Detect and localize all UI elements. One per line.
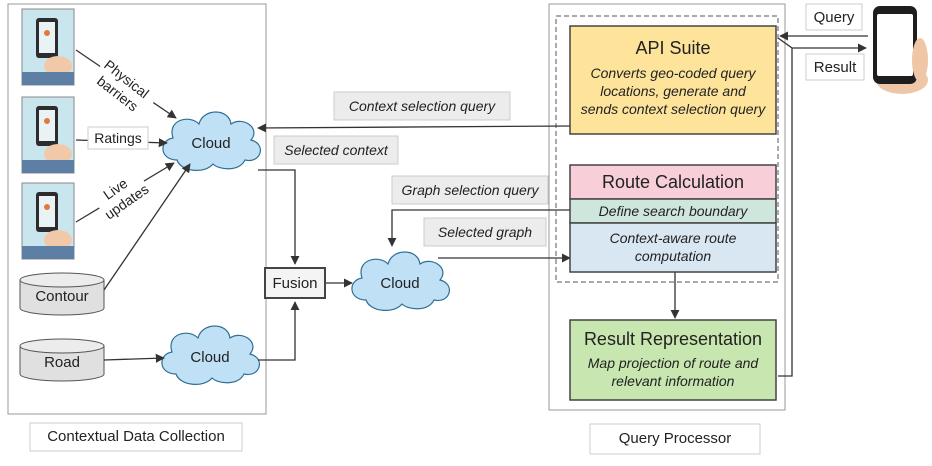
selected-context-label: Selected context (284, 142, 389, 158)
selected-graph-label: Selected graph (438, 224, 532, 240)
context-selection-query-label: Context selection query (349, 98, 496, 114)
fusion-box: Fusion (264, 267, 326, 299)
road-cloud: Cloud (161, 325, 261, 386)
context-cloud: Cloud (162, 111, 262, 172)
selected-context-box: Selected context (273, 135, 399, 165)
left-panel-caption-box (29, 422, 243, 452)
result-io-label: Result (814, 59, 857, 76)
label-ratings: Ratings (94, 130, 141, 146)
search-boundary-label: Define search boundary (599, 203, 749, 219)
route-calculation-box: Route Calculation Define search boundary… (569, 164, 777, 273)
search-boundary-box (569, 198, 777, 224)
right-panel-caption: Query Processor (619, 430, 732, 447)
phone-image-physical-barriers (21, 8, 75, 86)
road-cloud-label: Cloud (190, 349, 229, 366)
query-arrows (257, 31, 868, 377)
right-panel-caption-box (589, 423, 761, 455)
api-suite-box: API Suite Converts geo-coded query locat… (569, 25, 777, 135)
left-panel-caption: Contextual Data Collection (47, 428, 225, 445)
context-cloud-label: Cloud (191, 135, 230, 152)
road-database: Road (19, 338, 105, 382)
route-calculation-title: Route Calculation (602, 172, 744, 192)
fusion-label: Fusion (272, 275, 317, 292)
context-selection-query-box: Context selection query (333, 91, 511, 121)
smartphone-icon (873, 6, 928, 94)
query-io-label: Query (814, 9, 855, 26)
result-representation-box: Result Representation Map projection of … (569, 319, 777, 401)
contour-label: Contour (35, 288, 88, 305)
dashed-group-frame (555, 15, 779, 283)
route-computation-line-2: computation (635, 248, 711, 264)
graph-selection-query-box: Graph selection query (391, 175, 549, 205)
result-representation-desc-2: relevant information (612, 373, 735, 389)
phone-image-live-updates (21, 182, 75, 260)
query-label-box: Query (805, 3, 863, 31)
api-suite-desc-1: Converts geo-coded query (591, 65, 757, 81)
road-label: Road (44, 354, 80, 371)
phone-image-ratings (21, 96, 75, 174)
result-label-box: Result (805, 53, 865, 81)
route-computation-line-1: Context-aware route (610, 230, 737, 246)
api-suite-title: API Suite (635, 38, 710, 58)
graph-selection-query-label: Graph selection query (402, 182, 540, 198)
result-representation-desc-1: Map projection of route and (588, 355, 760, 371)
label-ratings-box: Ratings (87, 126, 149, 150)
api-suite-desc-3: sends context selection query (581, 101, 766, 117)
graph-cloud-label: Cloud (380, 275, 419, 292)
graph-cloud: Cloud (351, 251, 451, 312)
selected-graph-box: Selected graph (423, 217, 547, 247)
api-suite-desc-2: locations, generate and (600, 83, 747, 99)
contour-database: Contour (19, 272, 105, 316)
route-computation-box (569, 222, 777, 273)
result-representation-title: Result Representation (584, 329, 762, 349)
